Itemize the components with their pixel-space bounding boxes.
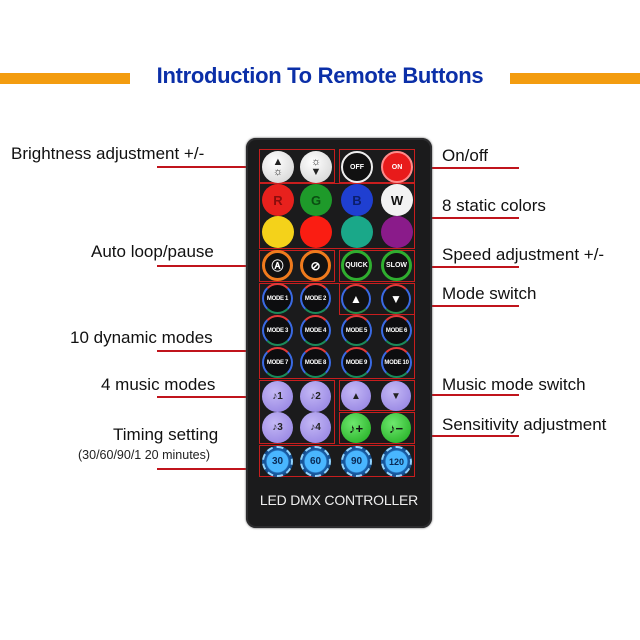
label-mode-switch: Mode switch bbox=[442, 284, 537, 303]
music-plus-icon: ♪+ bbox=[348, 420, 364, 436]
label-on-off: On/off bbox=[442, 146, 488, 165]
label-music-mode-switch: Music mode switch bbox=[442, 375, 586, 394]
power-off-icon: OFF bbox=[350, 163, 364, 171]
color-teal-button[interactable] bbox=[341, 216, 373, 248]
mode-4-button[interactable]: MODE 4 bbox=[300, 315, 331, 346]
speed-slow-button[interactable]: SLOW bbox=[381, 250, 412, 281]
speed-quick-button[interactable]: QUICK bbox=[341, 250, 372, 281]
color-white-button[interactable]: W bbox=[381, 184, 413, 216]
brightness-down-button[interactable]: ☼▼ bbox=[300, 151, 332, 183]
music-down-button[interactable]: ▼ bbox=[381, 381, 411, 411]
label-timing: Timing setting bbox=[113, 425, 219, 444]
music-2-button[interactable]: ♪2 bbox=[300, 381, 331, 412]
music-note-icon: ♪1 bbox=[272, 391, 283, 402]
group-auto-loop bbox=[259, 250, 335, 282]
color-red2-button[interactable] bbox=[300, 216, 332, 248]
brightness-down-icon: ☼▼ bbox=[310, 156, 322, 178]
group-music-mode-switch bbox=[339, 380, 415, 411]
brightness-up-icon: ▲☼ bbox=[272, 156, 284, 178]
auto-icon: Ⓐ bbox=[271, 259, 284, 273]
pause-button[interactable]: ⊘ bbox=[300, 250, 331, 281]
header-bar-left bbox=[0, 73, 130, 84]
music-3-button[interactable]: ♪3 bbox=[262, 412, 293, 443]
group-music-modes bbox=[259, 380, 335, 444]
label-dynamic-modes: 10 dynamic modes bbox=[70, 328, 213, 347]
mode-7-button[interactable]: MODE 7 bbox=[262, 347, 293, 378]
group-speed bbox=[339, 250, 415, 282]
group-dynamic-modes bbox=[259, 283, 415, 379]
pointer-line-music-mode-switch bbox=[412, 394, 519, 396]
off-button[interactable]: OFF bbox=[341, 151, 373, 183]
mode-down-button[interactable]: ▼ bbox=[381, 284, 411, 314]
brightness-up-button[interactable]: ▲☼ bbox=[262, 151, 294, 183]
arrow-down-icon: ▼ bbox=[390, 292, 402, 306]
music-up-icon: ▲ bbox=[351, 390, 361, 402]
mode-3-button[interactable]: MODE 3 bbox=[262, 315, 293, 346]
pointer-line-on-off bbox=[412, 167, 519, 169]
mode-8-button[interactable]: MODE 8 bbox=[300, 347, 331, 378]
music-minus-icon: ♪− bbox=[388, 420, 404, 436]
header-bar-right bbox=[510, 73, 640, 84]
pointer-line-static-colors bbox=[420, 217, 519, 219]
arrow-up-icon: ▲ bbox=[350, 292, 362, 306]
mode-up-button[interactable]: ▲ bbox=[341, 284, 371, 314]
color-blue-button[interactable]: B bbox=[341, 184, 373, 216]
timer-60-button[interactable]: 60 bbox=[300, 446, 331, 477]
group-brightness bbox=[259, 149, 335, 183]
color-green-button[interactable]: G bbox=[300, 184, 332, 216]
color-purple-button[interactable] bbox=[381, 216, 413, 248]
timer-90-button[interactable]: 90 bbox=[341, 446, 372, 477]
sensitivity-minus-button[interactable]: ♪− bbox=[381, 413, 411, 443]
label-sensitivity: Sensitivity adjustment bbox=[442, 415, 607, 434]
color-red-button[interactable]: R bbox=[262, 184, 294, 216]
pointer-line-mode-switch bbox=[412, 305, 519, 307]
group-on-off bbox=[339, 149, 415, 183]
music-up-button[interactable]: ▲ bbox=[341, 381, 371, 411]
mode-6-button[interactable]: MODE 6 bbox=[381, 315, 412, 346]
label-static-colors: 8 static colors bbox=[442, 196, 546, 215]
on-button[interactable]: ON bbox=[381, 151, 413, 183]
label-brightness: Brightness adjustment +/- bbox=[11, 144, 205, 163]
timer-30-button[interactable]: 30 bbox=[262, 446, 293, 477]
label-music-modes: 4 music modes bbox=[101, 375, 216, 394]
mode-1-button[interactable]: MODE 1 bbox=[262, 283, 293, 314]
music-note-icon: ♪3 bbox=[272, 422, 283, 433]
page-title: Introduction To Remote Buttons bbox=[154, 63, 486, 88]
label-speed: Speed adjustment +/- bbox=[442, 245, 605, 264]
color-yellow-button[interactable] bbox=[262, 216, 294, 248]
pointer-line-auto-loop bbox=[157, 265, 264, 267]
mode-2-button[interactable]: MODE 2 bbox=[300, 283, 331, 314]
auto-loop-button[interactable]: Ⓐ bbox=[262, 250, 293, 281]
pointer-line-brightness bbox=[157, 166, 264, 168]
group-static-colors bbox=[259, 183, 415, 249]
pause-icon: ⊘ bbox=[310, 258, 321, 273]
label-auto-loop: Auto loop/pause bbox=[91, 242, 214, 261]
music-note-icon: ♪4 bbox=[310, 422, 321, 433]
group-sensitivity bbox=[339, 412, 415, 444]
pointer-line-sensitivity bbox=[412, 435, 519, 437]
music-4-button[interactable]: ♪4 bbox=[300, 412, 331, 443]
music-down-icon: ▼ bbox=[391, 390, 401, 402]
pointer-line-timing bbox=[157, 468, 264, 470]
mode-9-button[interactable]: MODE 9 bbox=[341, 347, 372, 378]
group-timing bbox=[259, 445, 415, 477]
pointer-line-speed bbox=[412, 266, 519, 268]
mode-10-button[interactable]: MODE 10 bbox=[381, 347, 412, 378]
pointer-line-dynamic-modes bbox=[157, 350, 264, 352]
timer-120-button[interactable]: 120 bbox=[381, 446, 412, 477]
label-timing-sub: (30/60/90/1 20 minutes) bbox=[78, 448, 211, 462]
music-note-icon: ♪2 bbox=[310, 391, 321, 402]
product-label: LED DMX CONTROLLER bbox=[259, 492, 419, 508]
pointer-line-music-modes bbox=[157, 396, 264, 398]
music-1-button[interactable]: ♪1 bbox=[262, 381, 293, 412]
sensitivity-plus-button[interactable]: ♪+ bbox=[341, 413, 371, 443]
power-on-icon: ON bbox=[391, 163, 403, 171]
mode-5-button[interactable]: MODE 5 bbox=[341, 315, 372, 346]
